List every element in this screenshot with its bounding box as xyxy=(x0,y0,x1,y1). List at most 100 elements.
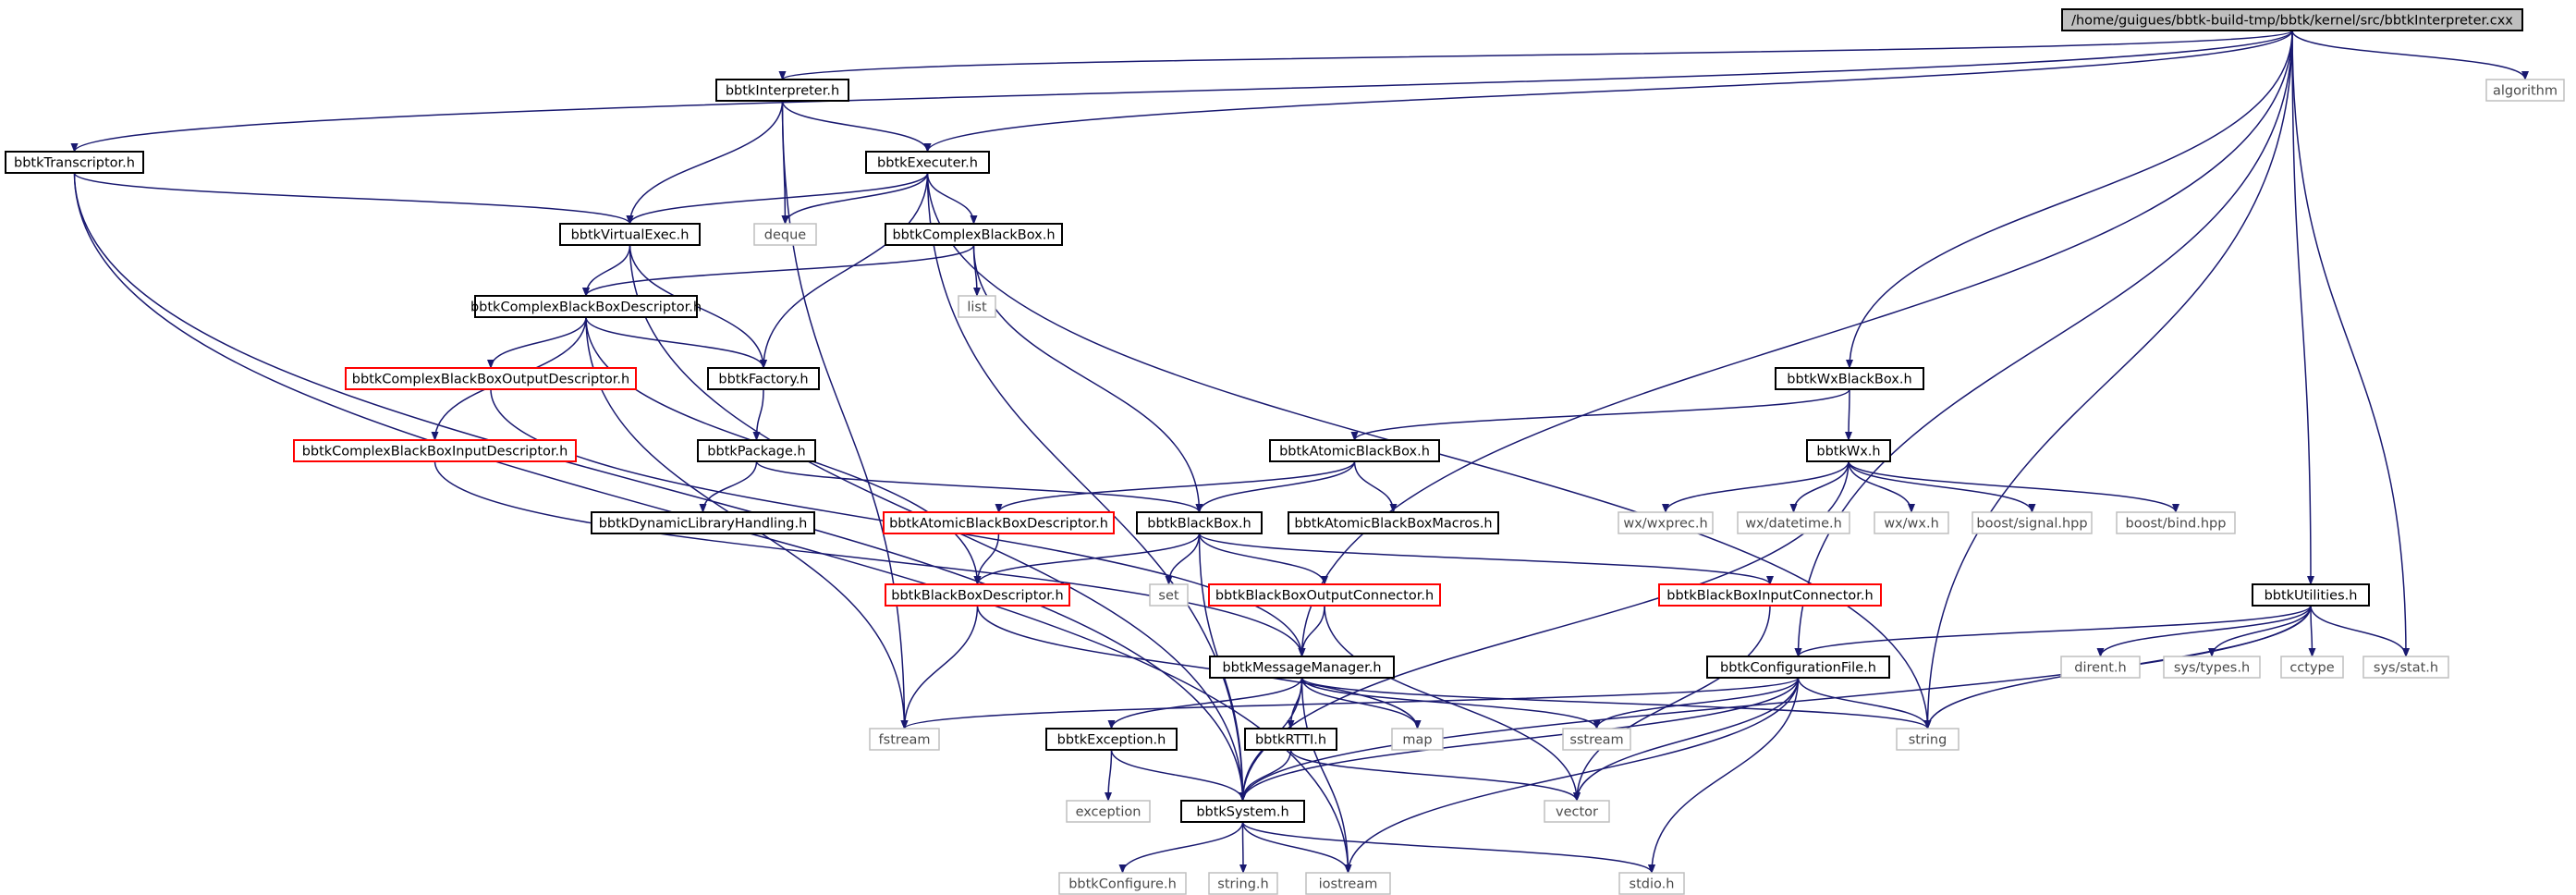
node-box xyxy=(697,439,816,462)
edge-cbbdesc-to-factory xyxy=(585,316,767,369)
edge-executer-to-complexbb xyxy=(926,172,978,225)
node-box xyxy=(1737,511,1850,534)
node-box xyxy=(1288,511,1499,534)
node-factory[interactable]: bbtkFactory.h xyxy=(707,367,820,390)
edge-executer-to-factory xyxy=(760,172,929,369)
edge-atomicbb-to-abbmacros xyxy=(1353,460,1398,513)
node-sysstat: sys/stat.h xyxy=(2362,656,2449,679)
node-layer: /home/guigues/bbtk-build-tmp/bbtk/kernel… xyxy=(5,8,2565,895)
edge-wx-to-wxwx xyxy=(1848,460,1915,513)
node-cbbin[interactable]: bbtkComplexBlackBoxInputDescriptor.h xyxy=(293,439,577,462)
edge-interp-to-fstream xyxy=(781,100,909,729)
node-box xyxy=(1058,872,1187,895)
node-stdio: stdio.h xyxy=(1618,872,1685,895)
node-bbin[interactable]: bbtkBlackBoxInputConnector.h xyxy=(1658,583,1882,607)
node-box xyxy=(2280,656,2344,679)
node-map: map xyxy=(1391,728,1444,751)
node-box xyxy=(1045,728,1178,751)
edge-root-to-algorithm xyxy=(2291,30,2529,80)
node-interp[interactable]: bbtkInterpreter.h xyxy=(715,79,849,102)
node-label: bbtkAtomicBlackBoxMacros.h xyxy=(1294,517,1492,532)
node-executer[interactable]: bbtkExecuter.h xyxy=(865,151,990,174)
node-label: bbtkBlackBoxDescriptor.h xyxy=(891,589,1063,604)
node-label: bbtkBlackBox.h xyxy=(1147,517,1251,532)
node-iostream: iostream xyxy=(1305,872,1391,895)
node-label: boost/bind.hpp xyxy=(2126,517,2227,532)
node-box xyxy=(2252,583,2370,607)
node-wx[interactable]: bbtkWx.h xyxy=(1806,439,1891,462)
edge-config-to-vector xyxy=(1573,677,1800,802)
node-virtualexec[interactable]: bbtkVirtualExec.h xyxy=(559,223,701,246)
node-label: wx/wx.h xyxy=(1884,517,1939,532)
node-box xyxy=(1244,728,1337,751)
node-box xyxy=(1208,872,1278,895)
edge-rtti-to-system xyxy=(1239,749,1292,802)
node-box xyxy=(869,728,940,751)
node-bbconfigure: bbtkConfigure.h xyxy=(1058,872,1187,895)
node-transcriptor[interactable]: bbtkTranscriptor.h xyxy=(5,151,144,174)
edge-system-to-stdio xyxy=(1241,821,1655,874)
edge-executer-to-deque xyxy=(781,172,929,225)
node-box xyxy=(1618,872,1685,895)
node-box xyxy=(1544,800,1610,823)
node-bbout[interactable]: bbtkBlackBoxOutputConnector.h xyxy=(1208,583,1441,607)
edge-root-to-sysstat xyxy=(2291,30,2410,657)
edge-virtualexec-to-cbbdesc xyxy=(582,244,631,297)
node-blackbox[interactable]: bbtkBlackBox.h xyxy=(1136,511,1263,534)
node-system[interactable]: bbtkSystem.h xyxy=(1180,800,1305,823)
node-package[interactable]: bbtkPackage.h xyxy=(697,439,816,462)
node-utilities[interactable]: bbtkUtilities.h xyxy=(2252,583,2370,607)
node-label: bbtkUtilities.h xyxy=(2265,589,2358,604)
node-box xyxy=(2116,511,2236,534)
node-label: bbtkWx.h xyxy=(1816,445,1880,460)
node-list: list xyxy=(958,295,996,318)
node-root[interactable]: /home/guigues/bbtk-build-tmp/bbtk/kernel… xyxy=(2061,8,2523,31)
node-box xyxy=(958,295,996,318)
edge-system-to-iostream xyxy=(1241,821,1352,874)
node-label: bbtkPackage.h xyxy=(707,445,805,460)
node-cbbdesc[interactable]: bbtkComplexBlackBoxDescriptor.h xyxy=(470,295,702,318)
node-complexbb[interactable]: bbtkComplexBlackBox.h xyxy=(885,223,1063,246)
node-bbdesc[interactable]: bbtkBlackBoxDescriptor.h xyxy=(885,583,1070,607)
edge-root-to-transcriptor xyxy=(70,30,2293,153)
edge-blackbox-to-bbout xyxy=(1198,533,1328,585)
node-atomicbb[interactable]: bbtkAtomicBlackBox.h xyxy=(1269,439,1440,462)
node-msgmgr[interactable]: bbtkMessageManager.h xyxy=(1209,656,1395,679)
edge-root-to-wxbb xyxy=(1846,30,2293,369)
node-label: stdio.h xyxy=(1630,877,1675,892)
node-set: set xyxy=(1149,583,1189,607)
node-box xyxy=(2485,79,2565,102)
node-config[interactable]: bbtkConfigurationFile.h xyxy=(1706,656,1890,679)
edge-wxbb-to-wx xyxy=(1845,388,1853,441)
node-abbmacros[interactable]: bbtkAtomicBlackBoxMacros.h xyxy=(1288,511,1499,534)
node-cctype: cctype xyxy=(2280,656,2344,679)
edge-config-to-system xyxy=(1239,677,1800,802)
node-abbdesc[interactable]: bbtkAtomicBlackBoxDescriptor.h xyxy=(883,511,1115,534)
node-exception_h[interactable]: bbtkException.h xyxy=(1045,728,1178,751)
node-label: dirent.h xyxy=(2074,661,2126,676)
node-bind: boost/bind.hpp xyxy=(2116,511,2236,534)
node-string: string xyxy=(1896,728,1959,751)
node-sstream: sstream xyxy=(1562,728,1631,751)
node-box xyxy=(1209,656,1395,679)
edge-system-to-bbconfigure xyxy=(1118,821,1244,874)
edge-bbdesc-to-fstream xyxy=(900,605,979,729)
node-box xyxy=(1706,656,1890,679)
node-box xyxy=(753,223,817,246)
node-label: bbtkComplexBlackBox.h xyxy=(892,228,1055,243)
node-label: sys/stat.h xyxy=(2374,661,2438,676)
edge-wx-to-datetime xyxy=(1789,460,1850,513)
edge-msgmgr-to-string xyxy=(1300,677,1932,729)
edge-root-to-msgmgr xyxy=(1298,30,2293,657)
node-exception: exception xyxy=(1066,800,1151,823)
node-label: fstream xyxy=(879,733,931,748)
node-box xyxy=(2061,8,2523,31)
node-cbbout[interactable]: bbtkComplexBlackBoxOutputDescriptor.h xyxy=(345,367,637,390)
node-label: cctype xyxy=(2289,661,2334,676)
node-wxbb[interactable]: bbtkWxBlackBox.h xyxy=(1775,367,1924,390)
node-rtti[interactable]: bbtkRTTI.h xyxy=(1244,728,1337,751)
node-box xyxy=(2060,656,2141,679)
node-algorithm: algorithm xyxy=(2485,79,2565,102)
node-dynlib[interactable]: bbtkDynamicLibraryHandling.h xyxy=(591,511,815,534)
